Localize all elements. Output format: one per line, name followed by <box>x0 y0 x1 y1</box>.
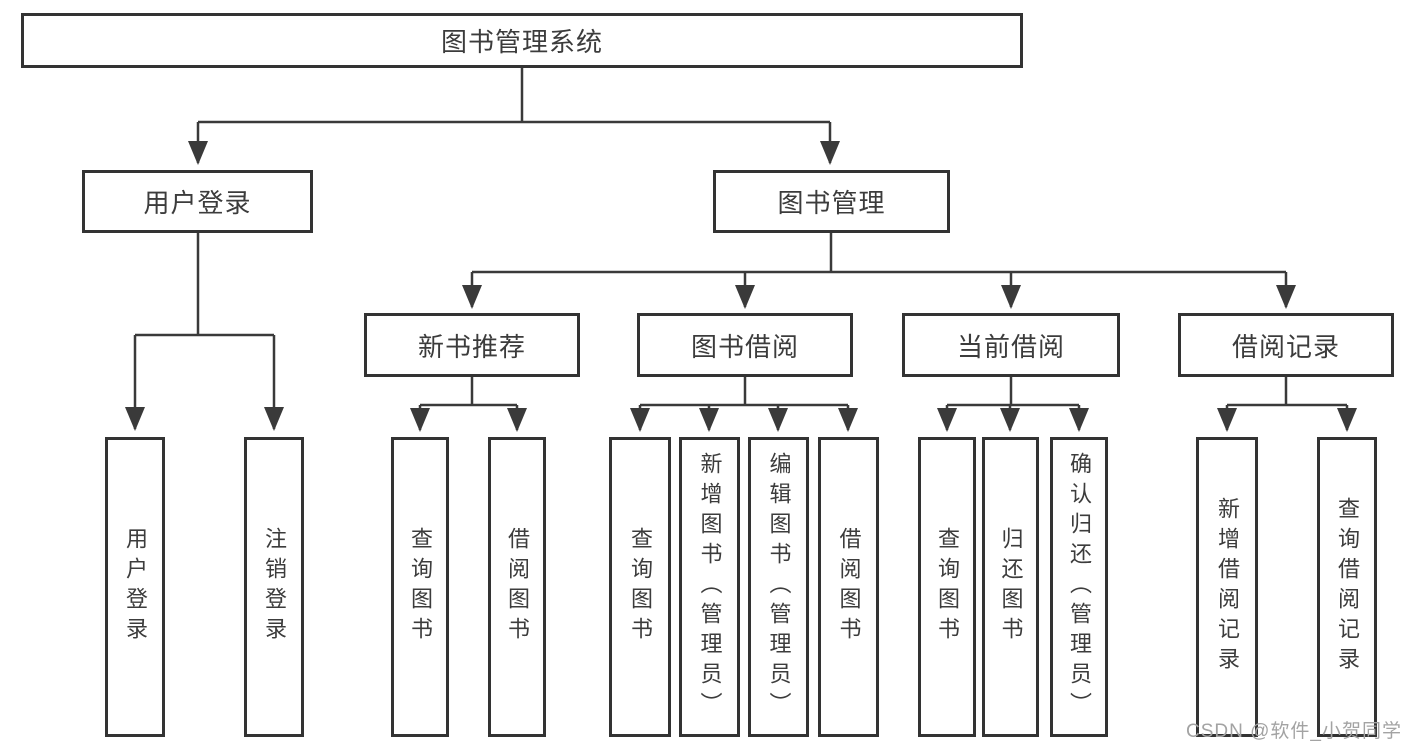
node-label: 查询图书 <box>935 527 960 647</box>
leaf-records-add-borrow-record: 新增借阅记录 <box>1196 437 1258 737</box>
node-current-borrowing: 当前借阅 <box>902 313 1120 377</box>
node-label: 借阅图书 <box>505 527 530 647</box>
node-label: 借阅图书 <box>836 527 862 647</box>
leaf-current-return-books: 归还图书 <box>982 437 1039 737</box>
node-book-borrowing: 图书借阅 <box>637 313 853 377</box>
node-label: 查询图书 <box>408 527 433 647</box>
node-library-management-system: 图书管理系统 <box>21 13 1023 68</box>
node-book-management: 图书管理 <box>713 170 950 233</box>
node-user-login: 用户登录 <box>82 170 313 233</box>
leaf-logout: 注销登录 <box>244 437 304 737</box>
leaf-borrow-edit-books-admin: 编辑图书（管理员） <box>748 437 809 737</box>
node-label: 新增借阅记录 <box>1215 497 1240 677</box>
csdn-watermark: CSDN @软件_小贺同学 <box>1186 721 1402 742</box>
node-label: 用户登录 <box>143 188 252 218</box>
leaf-current-query-books: 查询图书 <box>918 437 976 737</box>
node-borrowing-records: 借阅记录 <box>1178 313 1394 377</box>
node-label: 新书推荐 <box>417 331 526 362</box>
leaf-new-book-query-books: 查询图书 <box>391 437 449 737</box>
node-label: 查询借阅记录 <box>1335 497 1360 677</box>
leaf-borrow-query-books: 查询图书 <box>609 437 671 737</box>
node-label: 当前借阅 <box>956 331 1065 362</box>
leaf-borrow-borrow-books: 借阅图书 <box>818 437 879 737</box>
node-label: 归还图书 <box>998 527 1024 647</box>
node-label: 借阅记录 <box>1231 331 1340 362</box>
leaf-user-login: 用户登录 <box>105 437 165 737</box>
leaf-borrow-add-books-admin: 新增图书（管理员） <box>679 437 740 737</box>
node-label: 图书管理 <box>777 188 886 218</box>
node-new-book-recommendation: 新书推荐 <box>364 313 580 377</box>
node-label: 图书借阅 <box>690 331 799 362</box>
node-label: 注销登录 <box>262 527 287 647</box>
node-label: 查询图书 <box>628 527 653 647</box>
leaf-current-confirm-return-admin: 确认归还（管理员） <box>1050 437 1108 737</box>
node-label: 新增图书（管理员） <box>697 452 723 722</box>
leaf-records-query-borrow-record: 查询借阅记录 <box>1317 437 1377 737</box>
node-label: 确认归还（管理员） <box>1067 452 1092 722</box>
node-label: 图书管理系统 <box>440 27 603 57</box>
leaf-new-book-borrow-books: 借阅图书 <box>488 437 546 737</box>
node-label: 用户登录 <box>123 527 148 647</box>
node-label: 编辑图书（管理员） <box>766 452 792 722</box>
